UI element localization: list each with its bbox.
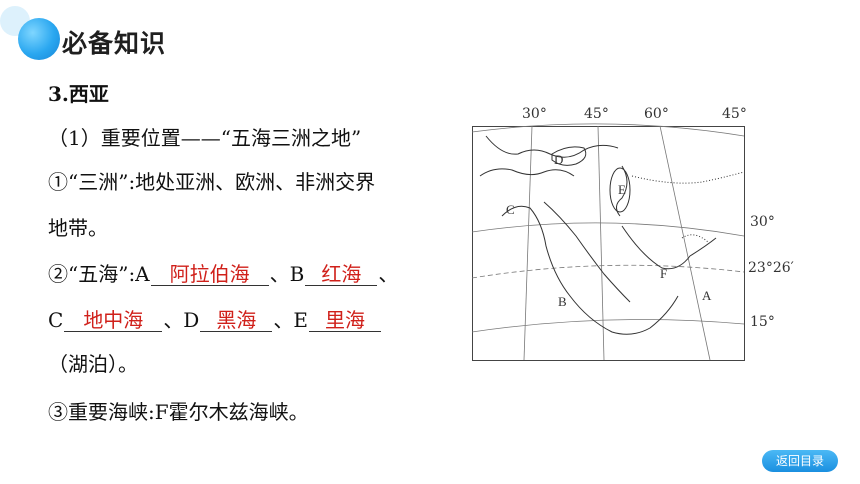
section-title: 必备知识	[62, 29, 167, 58]
map-right-label-15: 15°	[750, 314, 775, 330]
map-right-label-tropic: 23°26′	[748, 260, 794, 276]
position-line: （1）重要位置——“五海三洲之地”	[48, 126, 362, 150]
five-seas-prefix: ②“五海”:A	[48, 262, 150, 286]
continents-line-1: ①“三洲”:地处亚洲、欧洲、非洲交界	[48, 170, 376, 194]
decorative-circle	[18, 18, 60, 60]
west-asia-map: D E C F B A	[472, 106, 746, 362]
map-top-label-45: 45°	[584, 106, 609, 122]
answer-c: 地中海	[64, 309, 163, 332]
map-top-label-30: 30°	[522, 106, 547, 122]
answer-d: 黑海	[200, 309, 273, 332]
map-point-c: C	[506, 202, 515, 217]
c-prefix: C	[48, 308, 64, 332]
answer-e: 里海	[308, 309, 381, 332]
sep-end: 、	[378, 262, 399, 286]
sep-d: 、D	[163, 308, 200, 332]
heading: 3.西亚	[48, 82, 109, 106]
back-to-contents-button[interactable]: 返回目录	[762, 450, 838, 472]
map-drawing	[472, 123, 745, 361]
sep-e: 、E	[273, 308, 308, 332]
five-seas-suffix: （湖泊）。	[48, 352, 138, 376]
answer-b: 红海	[305, 263, 378, 286]
continents-line-2: 地带。	[48, 216, 108, 240]
map-point-d: D	[554, 152, 564, 167]
sep-b: 、B	[269, 262, 305, 286]
map-point-a: A	[702, 288, 712, 303]
map-point-b: B	[558, 294, 567, 309]
strait-line: ③重要海峡:F霍尔木兹海峡。	[48, 400, 309, 424]
map-top-label-60: 60°	[644, 106, 669, 122]
map-point-e: E	[618, 182, 626, 197]
map-top-label-45-lat: 45°	[722, 106, 747, 122]
map-right-label-30: 30°	[750, 214, 775, 230]
answer-a: 阿拉伯海	[150, 263, 269, 286]
map-point-f: F	[660, 266, 668, 281]
